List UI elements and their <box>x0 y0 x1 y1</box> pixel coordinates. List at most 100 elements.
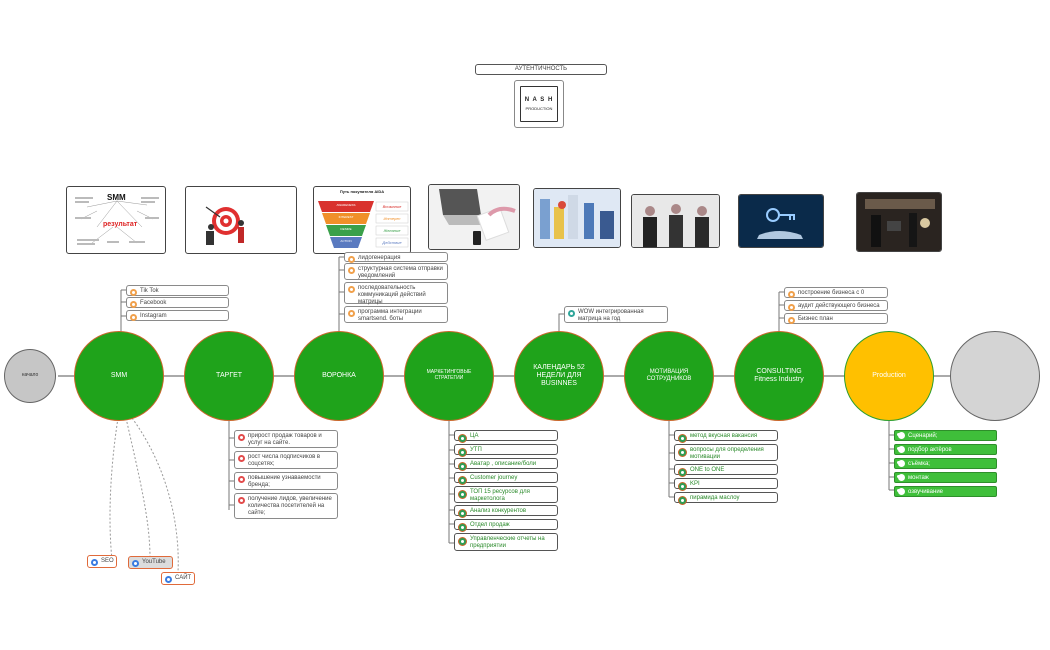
smm-item-instagram[interactable]: Instagram <box>126 310 229 321</box>
smm-item-tiktok[interactable]: Tik Tok <box>126 285 229 296</box>
funnel-item-label: структурная система отправки уведомлений <box>358 266 443 279</box>
target-item-4[interactable]: получение лидов, увеличение количества п… <box>234 493 338 519</box>
motivation-item-label: ONE to ONE <box>690 467 725 473</box>
aida-label-2: Интерес <box>383 216 401 221</box>
consulting-item-label: Бизнес план <box>798 316 833 322</box>
marketing-item-label: ТОП 15 ресурсов для маркетолога <box>470 489 530 502</box>
production-item-1[interactable]: Сценарий; <box>894 430 997 441</box>
funnel-item-label: последовательность коммуникаций действий… <box>358 285 426 305</box>
green-bullet-icon <box>458 537 467 546</box>
aida-level-4: ACTION <box>340 239 352 243</box>
motivation-item-label: KPI <box>690 481 700 487</box>
production-item-4[interactable]: монтаж <box>894 472 997 483</box>
funnel-item-1[interactable]: лидогенерация <box>344 252 448 263</box>
node-calendar[interactable]: КАЛЕНДАРЬ 52 НЕДЕЛИ ДЛЯ BUSINNES <box>514 331 604 421</box>
production-item-3[interactable]: съёмка; <box>894 458 997 469</box>
orange-bullet-icon <box>348 267 355 274</box>
white-bullet-icon <box>898 474 905 481</box>
smm-extra-seo[interactable]: SEO <box>87 555 117 568</box>
smm-item-facebook[interactable]: Facebook <box>126 297 229 308</box>
smm-item-label: Tik Tok <box>140 288 159 294</box>
orange-bullet-icon <box>788 291 795 298</box>
start-node[interactable]: начало <box>4 349 56 403</box>
red-bullet-icon <box>238 455 245 462</box>
production-item-2[interactable]: подбор актёров <box>894 444 997 455</box>
marketing-item-7[interactable]: Отдел продаж <box>454 519 558 532</box>
funnel-item-3[interactable]: последовательность коммуникаций действий… <box>344 282 448 305</box>
funnel-item-label: лидогенерация <box>358 255 401 261</box>
production-item-5[interactable]: озвучивание <box>894 486 997 497</box>
node-motivation-label: МОТИВАЦИЯ СОТРУДНИКОВ <box>646 369 692 382</box>
green-bullet-icon <box>678 496 687 505</box>
smm-image-title: SMM <box>107 193 126 202</box>
funnel-item-label: программа интеграции smartsend. боты <box>358 309 422 322</box>
node-consulting[interactable]: CONSULTING Fitness Industry <box>734 331 824 421</box>
motivation-item-5[interactable]: пирамида маслоу <box>674 492 778 505</box>
motivation-item-label: метод вкусная вакансия <box>690 433 758 439</box>
production-item-label: озвучивание <box>908 488 944 495</box>
node-target[interactable]: ТАРГЕТ <box>184 331 274 421</box>
target-image <box>185 186 297 254</box>
consulting-item-2[interactable]: аудит действующего бизнеса <box>784 300 888 311</box>
marketing-item-3[interactable]: Аватар , описание/боли <box>454 458 558 471</box>
smm-mindmap-image: SMM результат <box>66 186 166 254</box>
calendar-item-1[interactable]: WOW интегрированная матрица на год <box>564 306 668 323</box>
production-set-photo <box>856 192 942 252</box>
marketing-item-8[interactable]: Управленческие отчеты на предприятии <box>454 533 558 551</box>
aida-label-4: Действие <box>382 240 402 245</box>
teal-bullet-icon <box>568 310 575 317</box>
smm-item-label: Instagram <box>140 313 167 319</box>
motivation-item-3[interactable]: ONE to ONE <box>674 464 778 477</box>
smm-extra-youtube[interactable]: YouTube <box>128 556 173 569</box>
node-funnel-label: ВОРОНКА <box>322 371 356 379</box>
red-bullet-icon <box>238 476 245 483</box>
target-item-3[interactable]: повышение узнаваемости бренда; <box>234 472 338 490</box>
node-funnel[interactable]: ВОРОНКА <box>294 331 384 421</box>
target-item-1[interactable]: прирост продаж товаров и услуг на сайте. <box>234 430 338 448</box>
orange-bullet-icon <box>130 314 137 321</box>
marketing-item-1[interactable]: ЦА <box>454 430 558 443</box>
orange-bullet-icon <box>348 310 355 317</box>
node-motivation[interactable]: МОТИВАЦИЯ СОТРУДНИКОВ <box>624 331 714 421</box>
consulting-item-1[interactable]: построение бизнеса с 0 <box>784 287 888 298</box>
marketing-item-label: УТП <box>470 447 482 453</box>
orange-bullet-icon <box>130 301 137 308</box>
target-item-2[interactable]: рост числа подписчиков в соцсетях; <box>234 451 338 469</box>
marketing-item-label: ЦА <box>470 433 479 439</box>
node-marketing[interactable]: МАРКЕТИНГОВЫЕ СТРАТЕГИИ <box>404 331 494 421</box>
green-bullet-icon <box>458 476 467 485</box>
smm-extra-site[interactable]: САЙТ <box>161 572 195 585</box>
funnel-item-2[interactable]: структурная система отправки уведомлений <box>344 263 448 280</box>
production-item-label: Сценарий; <box>908 432 938 439</box>
green-bullet-icon <box>678 468 687 477</box>
logo-sub-text: PRODUCTION <box>525 106 553 111</box>
red-bullet-icon <box>238 434 245 441</box>
smm-item-label: Facebook <box>140 300 167 306</box>
green-bullet-icon <box>458 509 467 518</box>
green-bullet-icon <box>458 462 467 471</box>
authenticity-label[interactable]: АУТЕНТИЧНОСТЬ <box>475 64 607 75</box>
node-smm[interactable]: SMM <box>74 331 164 421</box>
orange-bullet-icon <box>788 304 795 311</box>
authenticity-text: АУТЕНТИЧНОСТЬ <box>514 66 568 73</box>
target-item-label: повышение узнаваемости бренда; <box>248 475 321 488</box>
orange-bullet-icon <box>348 256 355 263</box>
target-item-label: прирост продаж товаров и услуг на сайте. <box>248 433 322 446</box>
consulting-item-3[interactable]: Бизнес план <box>784 313 888 324</box>
marketing-item-5[interactable]: ТОП 15 ресурсов для маркетолога <box>454 486 558 503</box>
marketing-item-2[interactable]: УТП <box>454 444 558 457</box>
marketing-item-6[interactable]: Анализ конкурентов <box>454 505 558 518</box>
node-production[interactable]: Production <box>844 331 934 421</box>
marketing-item-label: Управленческие отчеты на предприятии <box>470 536 545 549</box>
smm-extra-label: YouTube <box>142 559 166 566</box>
marketing-item-4[interactable]: Customer journey <box>454 472 558 485</box>
target-item-label: получение лидов, увеличение количества п… <box>248 496 332 516</box>
funnel-item-4[interactable]: программа интеграции smartsend. боты <box>344 306 448 323</box>
white-bullet-icon <box>898 446 905 453</box>
motivation-item-4[interactable]: KPI <box>674 478 778 491</box>
end-node[interactable] <box>950 331 1040 421</box>
motivation-item-2[interactable]: вопросы для определения мотивации <box>674 444 778 461</box>
orange-bullet-icon <box>788 317 795 324</box>
motivation-item-1[interactable]: метод вкусная вакансия <box>674 430 778 443</box>
